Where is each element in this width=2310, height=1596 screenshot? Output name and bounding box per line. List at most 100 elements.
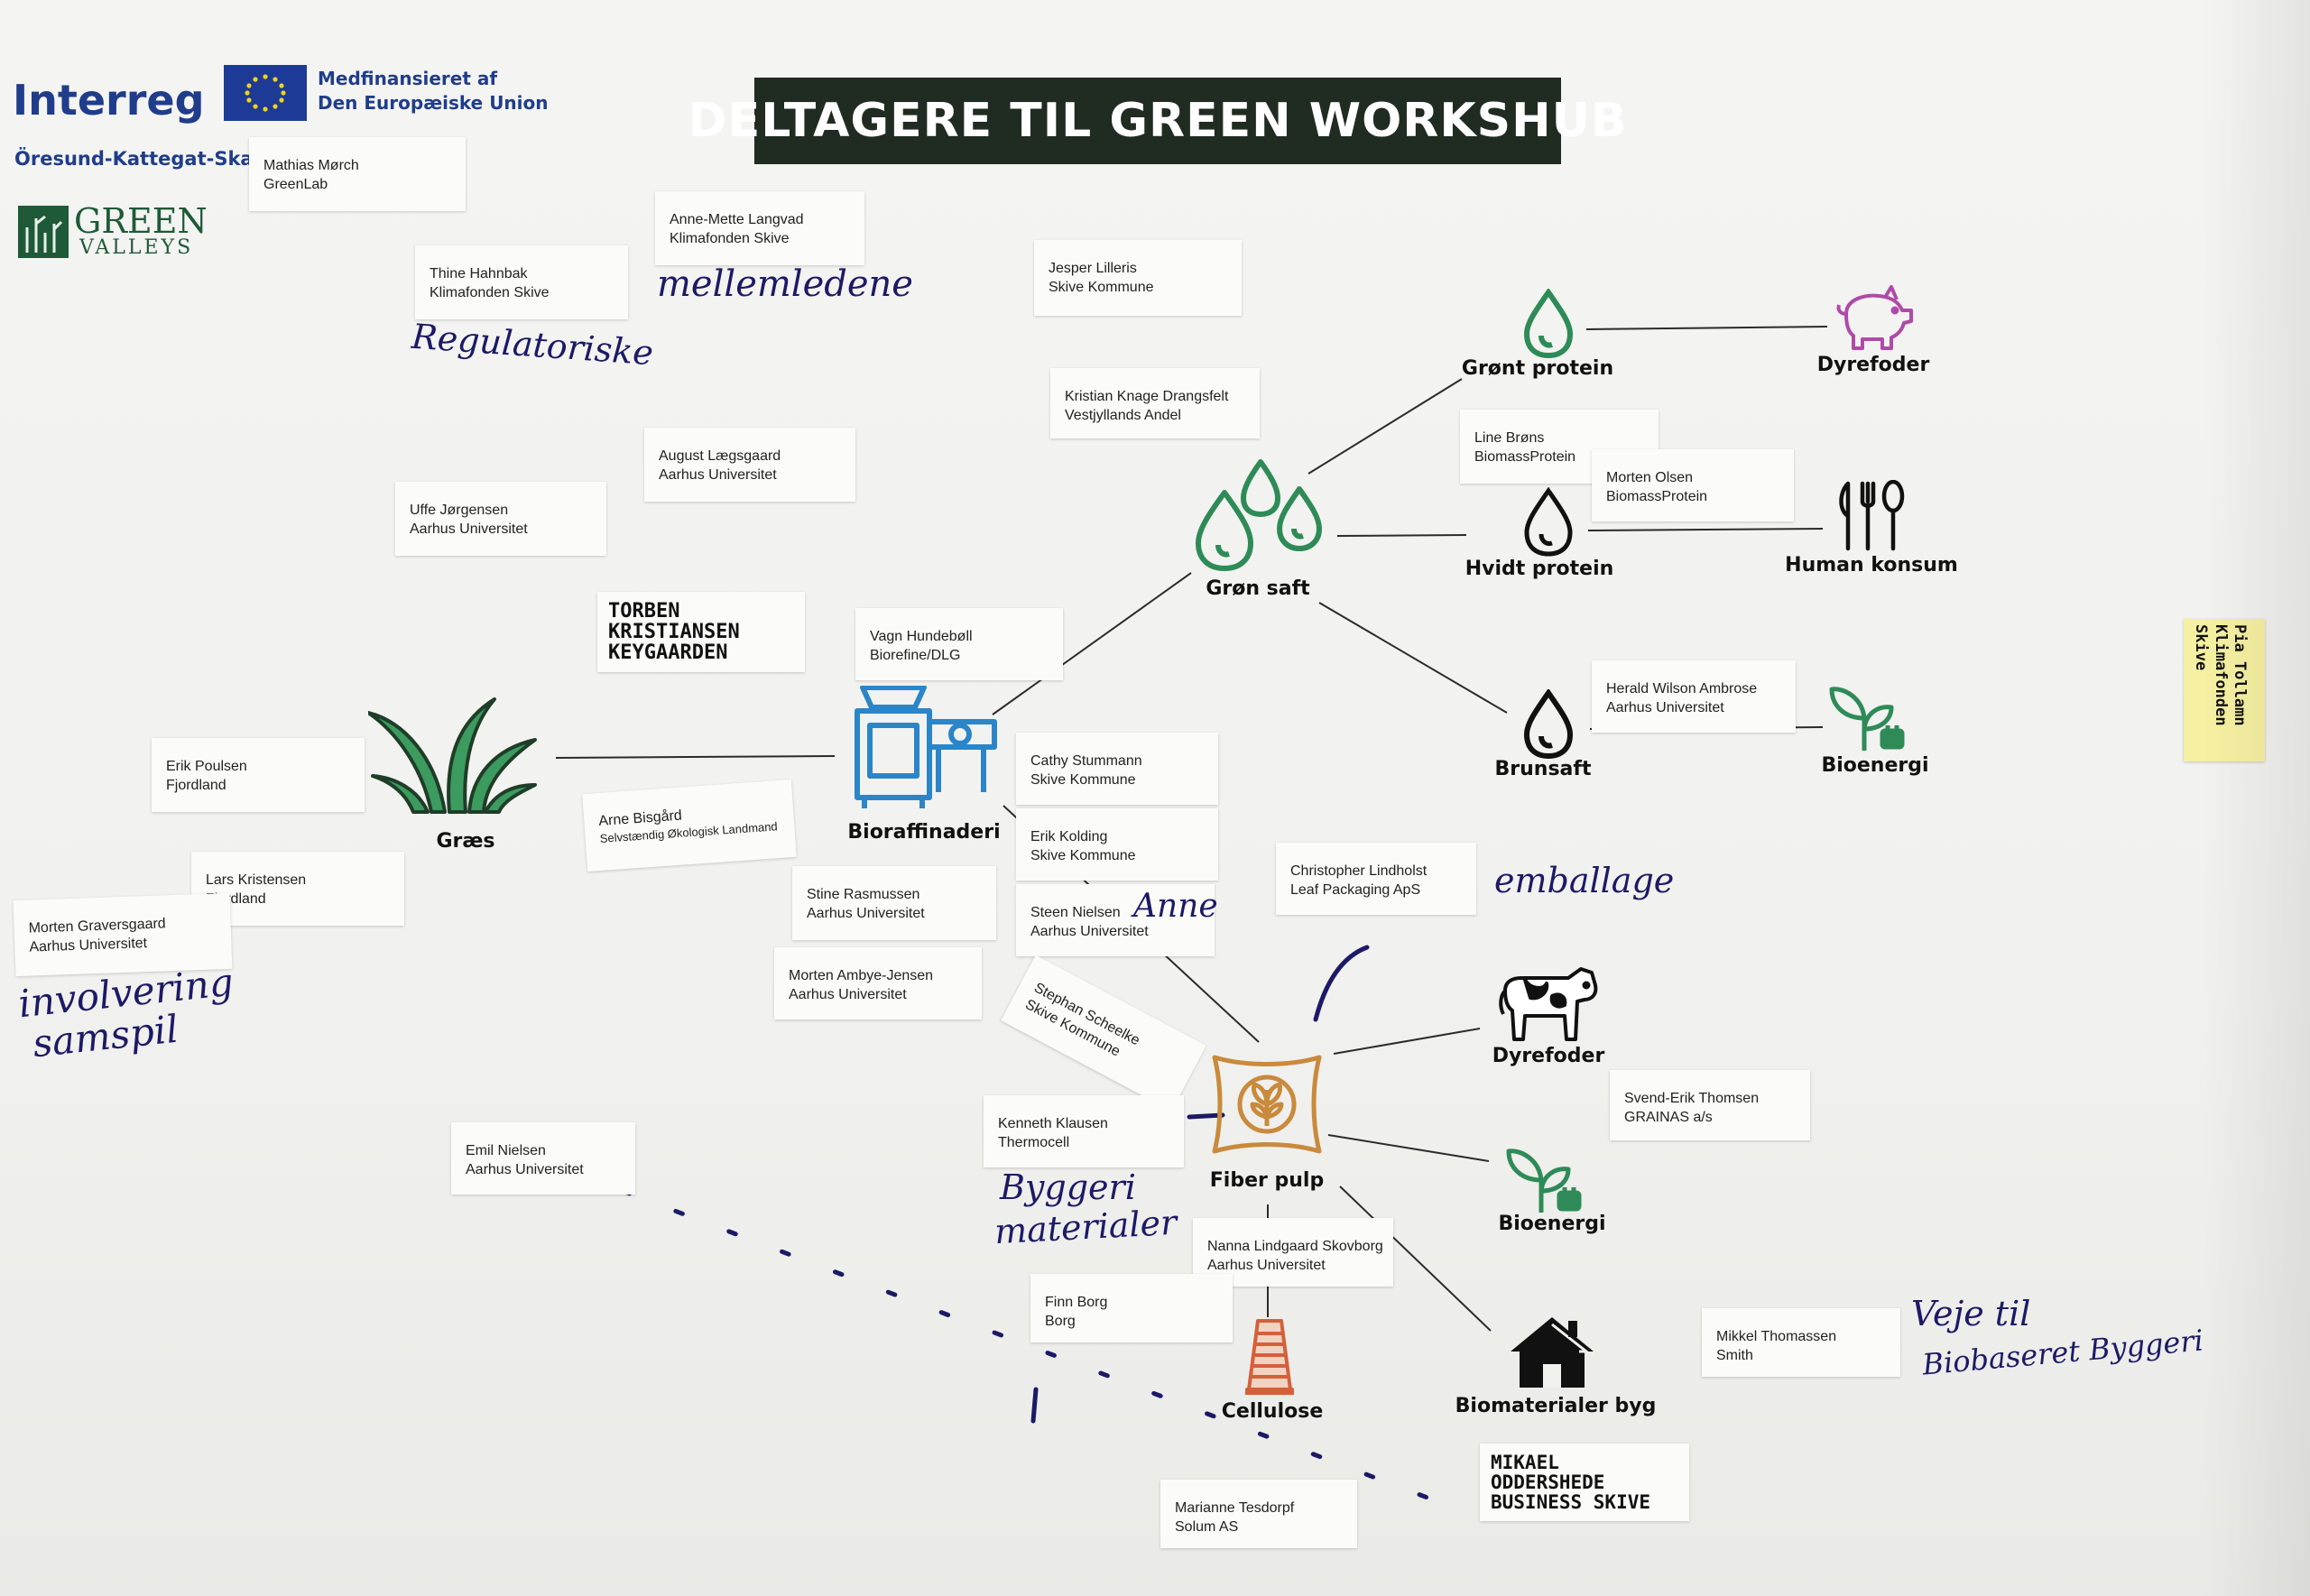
node-label-gron-saft: Grøn saft bbox=[1206, 577, 1310, 600]
line-grontprotein-dyrefoder bbox=[1585, 326, 1828, 330]
handwritten-caps-note: TORBEN KRISTIANSEN KEYGAARDEN bbox=[597, 592, 805, 673]
handwritten-mellemled: mellemledene bbox=[657, 263, 913, 305]
participant-org: Solum AS bbox=[1175, 1518, 1239, 1535]
participant-org: Aarhus Universitet bbox=[807, 905, 925, 921]
eu-line-1: Medfinansieret af bbox=[318, 68, 498, 89]
line-gronsaft-grontprotein bbox=[1307, 378, 1463, 475]
participant-org: Aarhus Universitet bbox=[659, 466, 777, 483]
node-label-biomaterialer: Biomaterialer byg bbox=[1455, 1395, 1657, 1417]
handwritten-anne: Anne bbox=[1133, 888, 1218, 925]
participant-name: Cathy Stummann bbox=[1030, 753, 1142, 769]
cutlery-icon bbox=[1839, 480, 1905, 551]
handwritten-byggeri: Byggeri bbox=[1000, 1167, 1136, 1207]
node-label-graes: Græs bbox=[436, 830, 495, 853]
participant-name: Morten Olsen bbox=[1606, 470, 1694, 485]
participant-org: Thermocell bbox=[998, 1134, 1070, 1150]
node-label-bioraffinaderi: Bioraffinaderi bbox=[847, 821, 1001, 844]
handwritten-emballage: emballage bbox=[1494, 861, 1675, 900]
sprout-energy-icon bbox=[1829, 687, 1905, 751]
node-label-bioenergi: Bioenergi bbox=[1821, 754, 1929, 777]
gv-line-2: VALLEYS bbox=[79, 236, 194, 259]
participant-name: Mathias Mørch bbox=[263, 158, 359, 173]
participant-org: Klimafonden Skive bbox=[670, 230, 790, 246]
participant-org: GRAINAS a/s bbox=[1624, 1109, 1713, 1125]
participant-org: Aarhus Universitet bbox=[1606, 699, 1724, 715]
participant-name: Erik Poulsen bbox=[166, 759, 247, 774]
node-label-dyrefoder: Dyrefoder bbox=[1492, 1045, 1605, 1067]
spool-icon bbox=[1245, 1319, 1294, 1395]
participant-org: Klimafonden Skive bbox=[430, 284, 550, 300]
participant-org: Fjordland bbox=[206, 890, 266, 907]
drop-icon bbox=[1523, 289, 1574, 359]
ink-byggeri-tick bbox=[1187, 1112, 1225, 1120]
participant-name: Morten Ambye-Jensen bbox=[789, 968, 934, 983]
caps-line: TORBEN bbox=[608, 600, 680, 623]
participant-org: Leaf Packaging ApS bbox=[1290, 881, 1421, 898]
node-label-dyrefoder: Dyrefoder bbox=[1816, 354, 1930, 376]
grass-icon bbox=[368, 697, 537, 814]
participant-name: Emil Nielsen bbox=[466, 1143, 546, 1158]
fiber-bag-icon bbox=[1212, 1055, 1322, 1154]
cow-icon bbox=[1499, 967, 1598, 1041]
participant-name: Erik Kolding bbox=[1030, 829, 1108, 844]
participant-name: Christopher Lindholst bbox=[1290, 863, 1428, 879]
node-label-fiber-pulp: Fiber pulp bbox=[1209, 1169, 1325, 1192]
caps-line: KEYGAARDEN bbox=[608, 641, 728, 665]
participant-name: Herald Wilson Ambrose bbox=[1606, 681, 1758, 697]
participant-org: Aarhus Universitet bbox=[789, 986, 907, 1002]
drop-icon bbox=[1524, 487, 1573, 557]
participant-org: Aarhus Universitet bbox=[466, 1161, 584, 1177]
participant-name: Marianne Tesdorpf bbox=[1175, 1500, 1295, 1516]
participant-org: Aarhus Universitet bbox=[1207, 1257, 1326, 1273]
participant-name: Lars Kristensen bbox=[206, 872, 307, 888]
ink-vertical-tick bbox=[1030, 1387, 1039, 1424]
participant-org: Fjordland bbox=[166, 777, 226, 793]
participant-org: GreenLab bbox=[263, 176, 328, 192]
node-label-brunsaft: Brunsaft bbox=[1494, 758, 1592, 780]
page-title: DELTAGERE TIL GREEN WORKSHUB bbox=[688, 78, 1626, 164]
node-label-bioenergi: Bioenergi bbox=[1498, 1213, 1606, 1235]
line-gronsaft-hvidtprotein bbox=[1336, 534, 1467, 537]
eu-line-2: Den Europæiske Union bbox=[318, 92, 549, 114]
sprout-energy-icon bbox=[1506, 1149, 1582, 1213]
participant-name: Svend-Erik Thomsen bbox=[1624, 1091, 1760, 1106]
participant-name: Line Brøns bbox=[1474, 430, 1545, 446]
house-icon bbox=[1511, 1317, 1594, 1388]
participant-org: Smith bbox=[1716, 1347, 1753, 1363]
gv-line-1: GREEN bbox=[74, 201, 208, 241]
participant-org: Skive Kommune bbox=[1030, 847, 1136, 863]
participant-org: Biorefine/DLG bbox=[870, 647, 961, 663]
participant-name: Anne-Mette Langvad bbox=[670, 212, 804, 227]
handwritten-caps-note: MIKAEL ODDERSHEDE BUSINESS SKIVE bbox=[1480, 1444, 1689, 1522]
participant-org: Skive Kommune bbox=[1049, 279, 1154, 295]
participant-org: BiomassProtein bbox=[1474, 448, 1576, 465]
line-graes-bioraffinaderi bbox=[555, 755, 836, 759]
participant-name: Steen Nielsen bbox=[1030, 905, 1121, 920]
node-label-cellulose: Cellulose bbox=[1221, 1400, 1324, 1423]
green-valleys-text: GREEN VALLEYS bbox=[74, 204, 208, 258]
node-label-human-konsum: Human konsum bbox=[1785, 554, 1958, 577]
interreg-logo: Interreg bbox=[13, 76, 205, 125]
participant-org: BiomassProtein bbox=[1606, 488, 1708, 504]
